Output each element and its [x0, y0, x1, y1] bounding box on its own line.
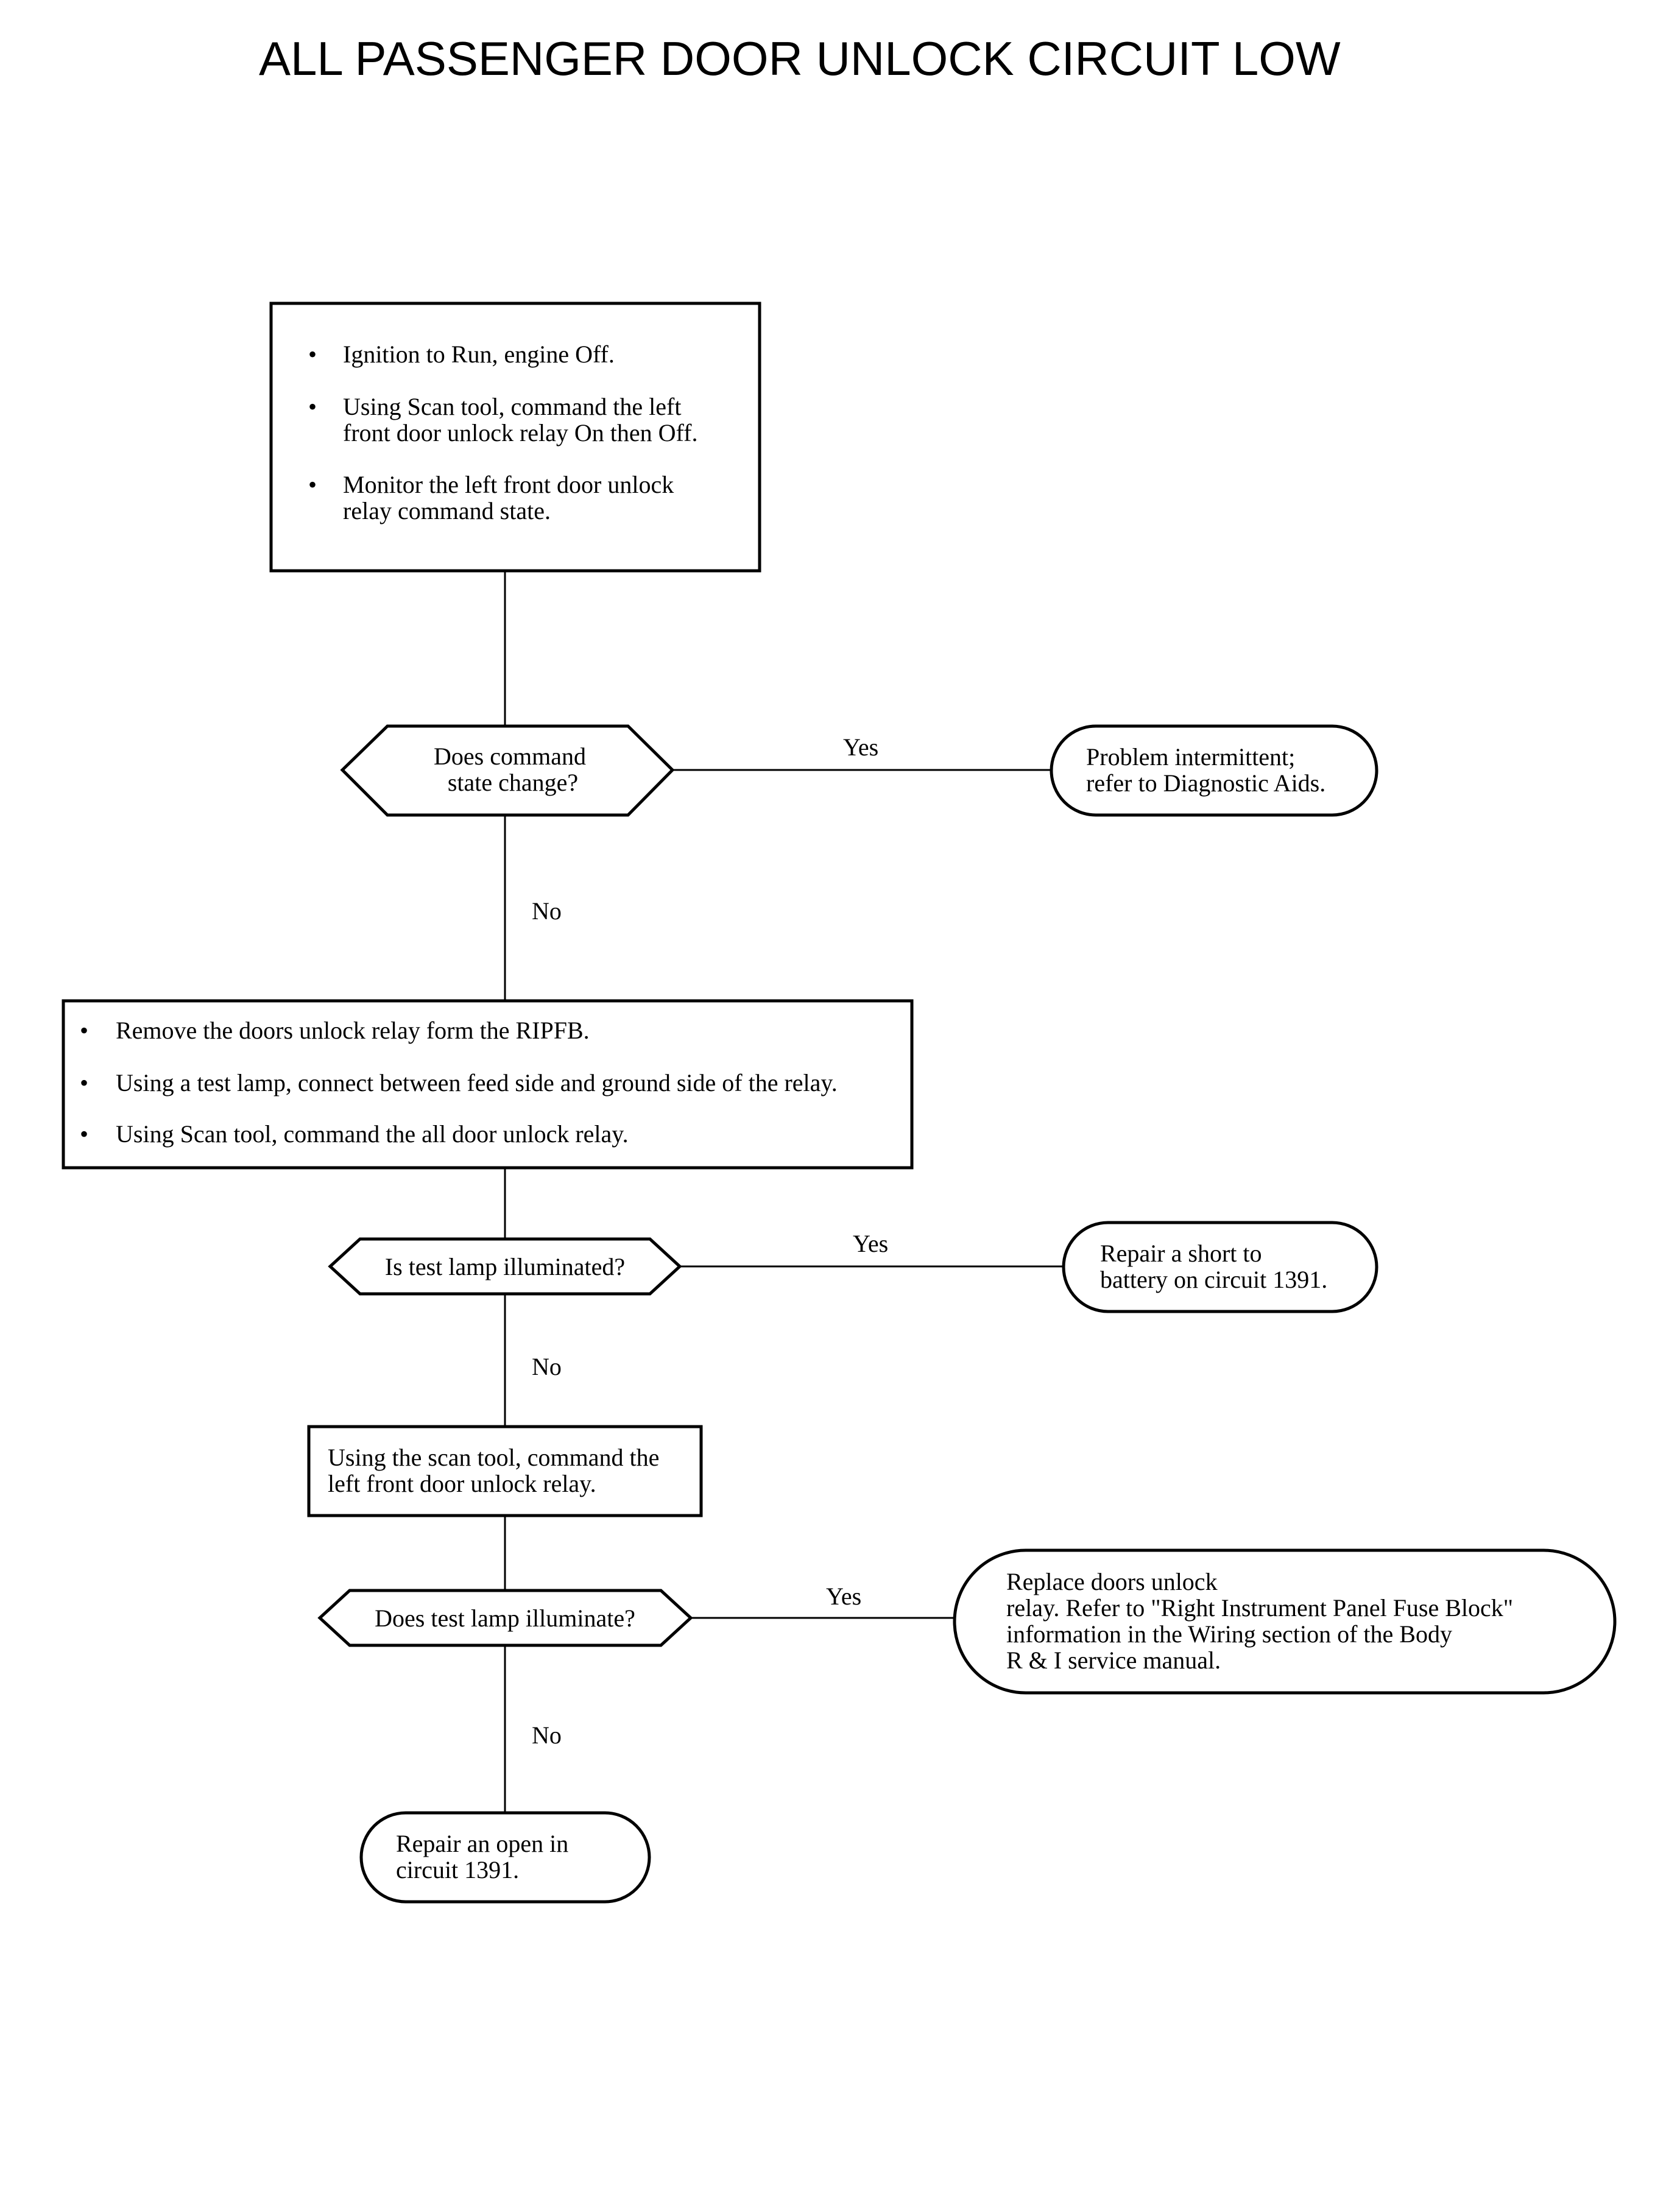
result2-line: Repair a short to: [1100, 1240, 1262, 1267]
step3-line: left front door unlock relay.: [328, 1470, 596, 1497]
yes-label-1: Yes: [843, 733, 878, 761]
result4-text: Repair an open in circuit 1391.: [396, 1830, 574, 1883]
result3-line: Replace doors unlock: [1006, 1568, 1218, 1595]
bullet-icon: •: [80, 1017, 88, 1044]
step3-line: Using the scan tool, command the: [328, 1444, 659, 1471]
step1-item-line: Monitor the left front door unlock: [343, 471, 674, 498]
result3-line: information in the Wiring section of the…: [1006, 1620, 1452, 1648]
step1-item-line: Ignition to Run, engine Off.: [343, 341, 615, 368]
step2-item: Using a test lamp, connect between feed …: [116, 1069, 838, 1096]
decision2-text: Is test lamp illuminated?: [385, 1253, 625, 1280]
step2-item-line: Remove the doors unlock relay form the R…: [116, 1017, 590, 1044]
result4-line: circuit 1391.: [396, 1856, 519, 1883]
decision1-line: Does command: [434, 743, 586, 770]
decision2-line: Is test lamp illuminated?: [385, 1253, 625, 1280]
decision3: Does test lamp illuminate?: [317, 1589, 693, 1647]
step2-list: • Remove the doors unlock relay form the …: [80, 1017, 838, 1148]
yes-label-3: Yes: [826, 1583, 861, 1610]
result1-line: refer to Diagnostic Aids.: [1086, 769, 1325, 797]
step3-box: Using the scan tool, command the left fr…: [307, 1425, 703, 1517]
step2-item-line: Using Scan tool, command the all door un…: [116, 1120, 629, 1148]
step3-text: Using the scan tool, command the left fr…: [328, 1444, 665, 1497]
decision1-line: state change?: [448, 769, 578, 796]
step2-item-line: Using a test lamp, connect between feed …: [116, 1069, 838, 1096]
bullet-icon: •: [308, 341, 317, 368]
result4-line: Repair an open in: [396, 1830, 568, 1857]
step2-box: • Remove the doors unlock relay form the …: [62, 999, 914, 1170]
step1-item-line: Using Scan tool, command the left: [343, 393, 681, 420]
bullet-icon: •: [80, 1069, 88, 1096]
result3-text: Replace doors unlock relay. Refer to "Ri…: [1006, 1568, 1519, 1674]
step2-item: Remove the doors unlock relay form the R…: [116, 1017, 590, 1044]
decision2: Is test lamp illuminated?: [328, 1237, 682, 1296]
result1-terminal: Problem intermittent; refer to Diagnosti…: [1050, 724, 1378, 817]
bullet-icon: •: [308, 471, 317, 498]
no-label-2: No: [532, 1353, 562, 1380]
result4-terminal: Repair an open in circuit 1391.: [359, 1811, 651, 1904]
decision1: Does command state change?: [340, 724, 675, 817]
bullet-icon: •: [308, 393, 317, 420]
result2-line: battery on circuit 1391.: [1100, 1266, 1327, 1293]
step1-list: • Ignition to Run, engine Off. • Using Scan…: [308, 341, 697, 524]
bullet-icon: •: [80, 1120, 88, 1148]
connectors: [504, 571, 1064, 1813]
result1-line: Problem intermittent;: [1086, 743, 1295, 771]
step2-item: Using Scan tool, command the all door un…: [116, 1120, 629, 1148]
result3-terminal: Replace doors unlock relay. Refer to "Ri…: [953, 1548, 1617, 1695]
decision3-line: Does test lamp illuminate?: [375, 1605, 635, 1632]
decision1-text: Does command state change?: [434, 743, 592, 796]
step1-item-line: relay command state.: [343, 497, 551, 524]
result1-text: Problem intermittent; refer to Diagnosti…: [1086, 743, 1325, 797]
result3-line: relay. Refer to "Right Instrument Panel …: [1006, 1594, 1513, 1622]
step1-item-line: front door unlock relay On then Off.: [343, 419, 697, 447]
decision3-text: Does test lamp illuminate?: [375, 1605, 635, 1632]
yes-label-2: Yes: [853, 1230, 888, 1257]
no-label-1: No: [532, 897, 562, 925]
diagram-title: ALL PASSENGER DOOR UNLOCK CIRCUIT LOW: [259, 32, 1341, 85]
result2-text: Repair a short to battery on circuit 139…: [1100, 1240, 1327, 1293]
step1-item: Ignition to Run, engine Off.: [343, 341, 615, 368]
no-label-3: No: [532, 1721, 562, 1749]
step1-box: • Ignition to Run, engine Off. • Using Scan…: [269, 302, 761, 573]
result2-terminal: Repair a short to battery on circuit 139…: [1062, 1221, 1378, 1313]
result3-line: R & I service manual.: [1006, 1647, 1221, 1674]
